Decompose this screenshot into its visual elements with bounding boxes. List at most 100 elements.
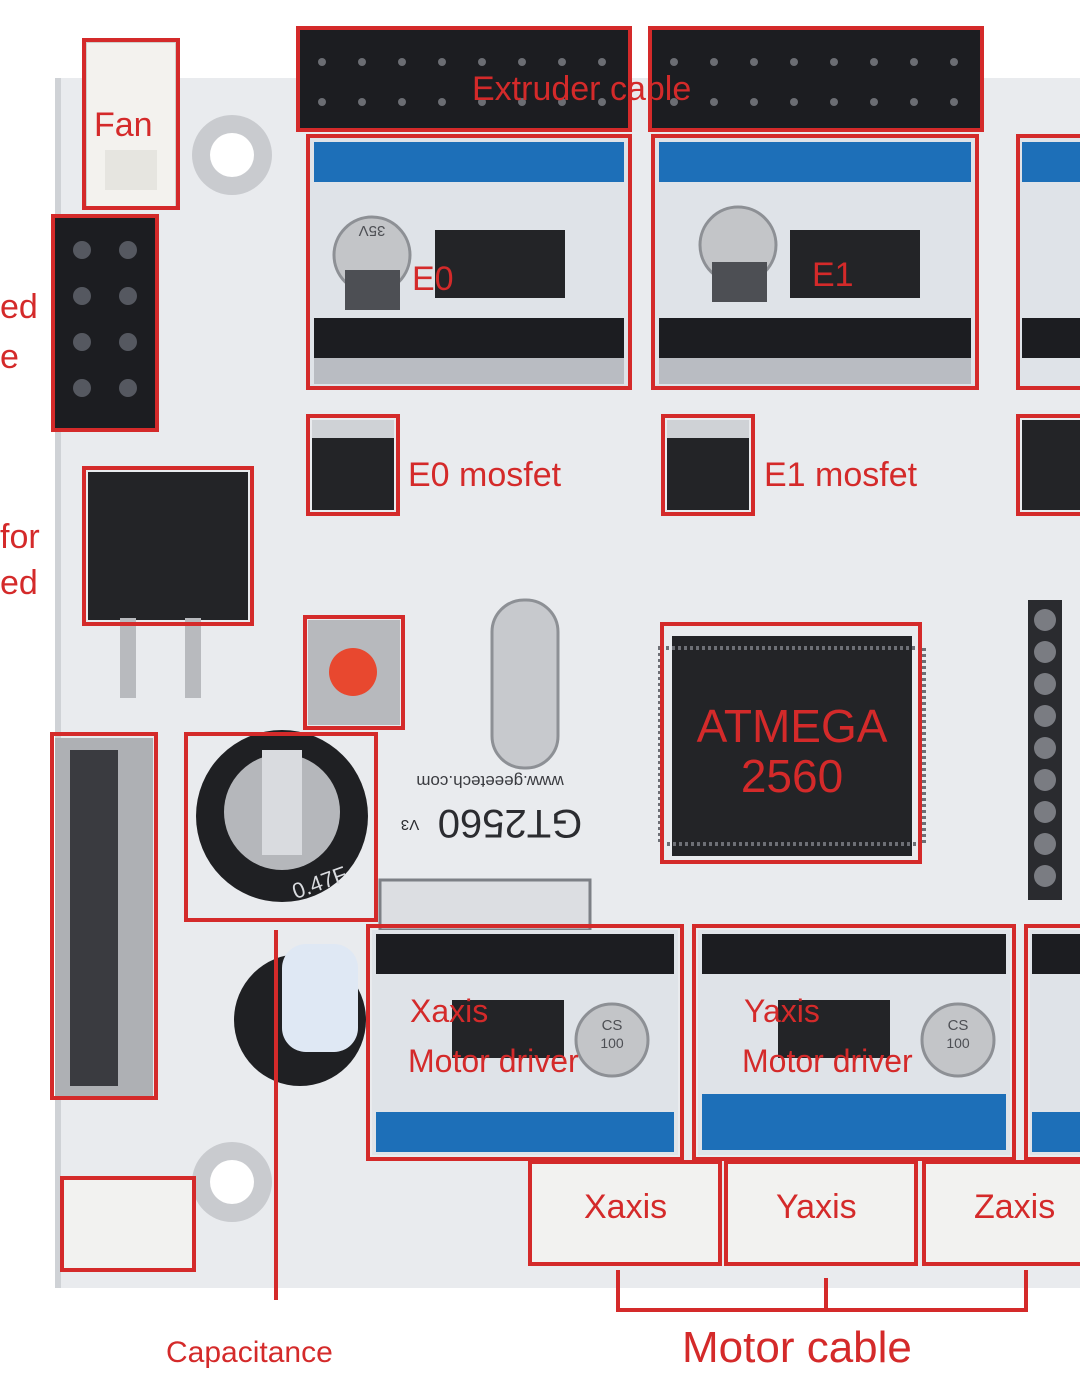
pcb-edge-left	[55, 78, 61, 1288]
header-pin	[1034, 769, 1056, 791]
header-pin	[558, 58, 566, 66]
e0-jumpers	[435, 230, 565, 298]
y-cap-marking-2: 100	[946, 1035, 970, 1051]
x-driver-label-2: Motor driver	[408, 1043, 579, 1079]
e1-label: E1	[812, 256, 854, 294]
y-motor-connector	[728, 1164, 914, 1262]
header-pin	[750, 98, 758, 106]
header-pin	[358, 58, 366, 66]
e2-mosfet-box-partial	[1016, 414, 1080, 516]
x-cap-marking-1: CS	[602, 1017, 623, 1034]
header-pin	[950, 98, 958, 106]
buzzer-label	[282, 944, 358, 1052]
header-pin	[518, 58, 526, 66]
z-motor-connector	[926, 1164, 1080, 1262]
extruder-cable-box-left	[296, 26, 632, 132]
header-pin	[910, 98, 918, 106]
e0-label: E0	[412, 260, 454, 298]
power-pin	[73, 241, 91, 259]
header-pin	[1034, 673, 1056, 695]
power-header	[55, 218, 155, 428]
x-driver-box	[366, 924, 684, 1161]
supercap-box	[184, 732, 378, 922]
atmega-chip	[672, 636, 912, 856]
extruder-header-left	[300, 30, 628, 128]
e1-box	[651, 134, 979, 390]
left-label-ed-1: ed	[0, 288, 38, 326]
power-pin	[73, 379, 91, 397]
e0-mosfet-label: E0 mosfet	[408, 456, 562, 494]
x-driver-capacitor	[574, 1002, 650, 1078]
capacitance-label: Capacitance	[166, 1336, 333, 1369]
z-conn-box	[922, 1160, 1080, 1266]
header-pin	[318, 58, 326, 66]
silkscreen-url: www.geeetech.com	[416, 772, 564, 791]
motor-cable-label: Motor cable	[682, 1323, 912, 1372]
extruder-cable-label: Extruder cable	[472, 70, 691, 108]
extruder-header-right	[652, 30, 980, 128]
e1-mosfet-label: E1 mosfet	[764, 456, 918, 494]
power-pin	[119, 379, 137, 397]
fan-box	[82, 38, 180, 210]
extruder-cable-box-right	[648, 26, 984, 132]
header-pin	[478, 58, 486, 66]
silkscreen-version: V3	[401, 816, 419, 833]
bed-mosfet-chip	[88, 472, 248, 620]
y-conn-label: Yaxis	[776, 1188, 857, 1226]
left-label-ed-2: ed	[0, 564, 38, 602]
e2-box-partial	[1016, 134, 1080, 390]
header-pin	[710, 98, 718, 106]
header-pin	[1034, 737, 1056, 759]
power-pin	[119, 287, 137, 305]
atmega-box	[660, 622, 922, 864]
header-pin	[950, 58, 958, 66]
header-pin	[398, 58, 406, 66]
header-pin	[910, 58, 918, 66]
y-conn-box	[724, 1160, 918, 1266]
header-pin	[750, 58, 758, 66]
header-pin	[358, 98, 366, 106]
header-pin	[438, 98, 446, 106]
header-pin	[1034, 609, 1056, 631]
power-pin	[119, 241, 137, 259]
header-pin	[478, 98, 486, 106]
header-pin	[1034, 705, 1056, 727]
y-driver-box	[692, 924, 1016, 1161]
thermistor-connector	[64, 1180, 192, 1268]
e2-mosfet-chip-partial	[1022, 420, 1080, 510]
atmega-label: ATMEGA	[697, 700, 888, 752]
header-pin	[830, 98, 838, 106]
thermistor-box	[60, 1176, 196, 1272]
e0-cap-marking: 35V	[359, 222, 386, 239]
header-pin	[790, 98, 798, 106]
silkscreen-model: GT2560	[438, 801, 583, 845]
power-pin	[73, 287, 91, 305]
x-driver-jumpers	[452, 1000, 564, 1058]
power-pin	[119, 333, 137, 351]
y-driver-jumpers	[778, 1000, 890, 1058]
header-pin	[1034, 641, 1056, 663]
header-pin	[670, 98, 678, 106]
header-pin	[598, 98, 606, 106]
z-driver-box-partial	[1024, 924, 1080, 1161]
power-pin	[73, 333, 91, 351]
z-conn-label: Zaxis	[974, 1188, 1055, 1226]
header-pin	[398, 98, 406, 106]
ribbon-box	[50, 732, 158, 1100]
y-driver-label-2: Motor driver	[742, 1043, 913, 1079]
crystal-oscillator	[490, 598, 560, 770]
header-pin	[438, 58, 446, 66]
reset-box	[303, 615, 405, 730]
e0-mosfet-box	[306, 414, 400, 516]
x-cap-marking-2: 100	[600, 1035, 624, 1051]
header-pin	[830, 58, 838, 66]
header-pin	[518, 98, 526, 106]
y-driver-capacitor	[920, 1002, 996, 1078]
left-label-e: e	[0, 338, 19, 376]
header-pin	[1034, 833, 1056, 855]
e1-mosfet-box	[661, 414, 755, 516]
fan-label: Fan	[94, 106, 153, 144]
header-pin	[1034, 801, 1056, 823]
